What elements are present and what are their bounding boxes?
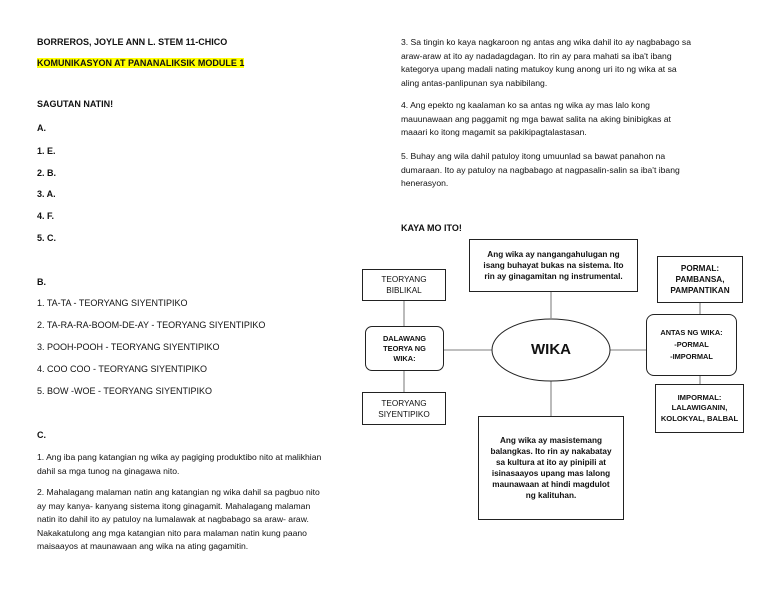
answer-3: 3. Sa tingin ko kaya nagkaroon ng antas … [401, 36, 691, 90]
answer-a-item: 4. F. [37, 211, 55, 221]
text-line: 3. Sa tingin ko kaya nagkaroon ng antas … [401, 37, 692, 47]
box-line: balangkas. Ito rin ay nakabatay [490, 447, 612, 456]
box-text: Ang wika ay masistemang balangkas. Ito r… [490, 435, 611, 501]
section-title: SAGUTAN NATIN! [37, 99, 114, 109]
box-line: sa kultura at ito ay pinipili at [495, 458, 607, 467]
answer-b-item: 3. POOH-POOH - TEORYANG SIYENTIPIKO [37, 342, 220, 352]
box-line: TEORYANG [381, 275, 427, 284]
definition-box-top: Ang wika ay nangangahulugan ng isang buh… [469, 239, 638, 292]
text-line: Nakakatulong ang mga katangian nito para… [37, 527, 307, 538]
box-line: PAMBANSA, [675, 275, 725, 284]
text-line: mauunawaan ang paggamit ng mga bawat sal… [401, 113, 671, 124]
answer-b-label: B. [37, 277, 46, 287]
box-line: TEORYANG [381, 398, 427, 408]
text-line: maisaayos at maunawaan ang wika na ating… [37, 541, 249, 551]
box-text: TEORYANG SIYENTIPIKO [378, 398, 429, 420]
box-text: Ang wika ay nangangahulugan ng isang buh… [483, 249, 623, 282]
box-line: KOLOKYAL, BALBAL [660, 413, 739, 423]
box-line: ng kalituhan. [525, 491, 577, 500]
answer-c-1: 1. Ang iba pang katangian ng wika ay pag… [37, 451, 321, 478]
box-text: ANTAS NG WIKA: -PORMAL -IMPORMAL [660, 327, 722, 363]
box-line: TEORYA NG [383, 343, 426, 353]
box-line: IMPORMAL: [677, 392, 722, 402]
student-name-line: BORREROS, JOYLE ANN L. STEM 11-CHICO [37, 37, 228, 47]
text-line: dumaraan. Ito ay patuloy na nagbabago at… [401, 164, 680, 175]
answer-a-item: 3. A. [37, 189, 56, 199]
dalawang-teorya-box: DALAWANG TEORYA NG WIKA: [365, 326, 444, 371]
box-line: DALAWANG [382, 333, 427, 343]
wika-ellipse [491, 318, 611, 382]
text-line: natin ito dahil ito ay patuloy na lumala… [37, 514, 309, 524]
box-line: rin ay ginagamitan ng instrumental. [484, 272, 623, 281]
answer-b-item: 2. TA-RA-RA-BOOM-DE-AY - TEORYANG SIYENT… [37, 320, 266, 330]
text-line: 4. Ang epekto ng kaalaman ko sa antas ng… [401, 100, 650, 110]
definition-box-bottom: Ang wika ay masistemang balangkas. Ito r… [478, 416, 624, 520]
box-text: TEORYANG BIBLIKAL [381, 274, 426, 296]
answer-a-item: 2. B. [37, 168, 57, 178]
answer-4: 4. Ang epekto ng kaalaman ko sa antas ng… [401, 99, 671, 140]
pormal-box: PORMAL: PAMBANSA, PAMPANTIKAN [657, 256, 743, 303]
answer-c-label: C. [37, 430, 46, 440]
box-line: Ang wika ay nangangahulugan ng [487, 250, 620, 259]
text-line: aling antas-panlipunan sya nabibilang. [401, 77, 548, 88]
answer-a-item: 1. E. [37, 146, 56, 156]
answer-b-item: 4. COO COO - TEORYANG SIYENTIPIKO [37, 364, 208, 374]
text-line: henerasyon. [401, 178, 449, 188]
box-line: PAMPANTIKAN [670, 286, 730, 295]
box-text: DALAWANG TEORYA NG WIKA: [383, 334, 426, 364]
text-line: 2. Mahalagang malaman natin ang katangia… [37, 487, 320, 497]
text-line: kategorya upang madali nating matukoy ku… [401, 64, 677, 74]
teoryang-biblikal-box: TEORYANG BIBLIKAL [362, 269, 446, 301]
answer-a-label: A. [37, 123, 46, 133]
teoryang-siyentipiko-box: TEORYANG SIYENTIPIKO [362, 392, 446, 425]
box-text: PORMAL: PAMBANSA, PAMPANTIKAN [670, 263, 729, 296]
box-line: PORMAL: [680, 264, 720, 273]
box-line: isinasaayos upang mas lalong [491, 469, 611, 478]
text-line: ay may kanya- kanyang sistema itong gina… [37, 500, 311, 511]
box-line: maunawaan at hindi magdulot [492, 480, 610, 489]
text-line: araw-araw at ito ay nadadagdagan. Ito ri… [401, 50, 672, 61]
antas-ng-wika-box: ANTAS NG WIKA: -PORMAL -IMPORMAL [646, 314, 737, 376]
answer-5: 5. Buhay ang wila dahil patuloy itong um… [401, 150, 680, 191]
module-title-text: KOMUNIKASYON AT PANANALIKSIK MODULE 1 [37, 58, 245, 68]
impormal-box: IMPORMAL: LALAWIGANIN, KOLOKYAL, BALBAL [655, 384, 744, 433]
box-line: LALAWIGANIN, [671, 403, 728, 413]
module-title: KOMUNIKASYON AT PANANALIKSIK MODULE 1 [37, 57, 245, 70]
box-line: Ang wika ay masistemang [500, 436, 602, 445]
box-line: BIBLIKAL [386, 286, 422, 295]
box-text: IMPORMAL: LALAWIGANIN, KOLOKYAL, BALBAL [661, 393, 738, 425]
box-line: -IMPORMAL [670, 352, 713, 361]
box-line: -PORMAL [674, 340, 709, 349]
answer-b-item: 5. BOW -WOE - TEORYANG SIYENTIPIKO [37, 386, 213, 396]
box-line: SIYENTIPIKO [378, 409, 430, 419]
box-line: isang buhayat bukas na sistema. Ito [483, 261, 624, 270]
answer-a-item: 5. C. [37, 233, 57, 243]
box-line: WIKA: [393, 353, 416, 363]
text-line: 5. Buhay ang wila dahil patuloy itong um… [401, 151, 666, 161]
answer-c-2: 2. Mahalagang malaman natin ang katangia… [37, 486, 320, 554]
box-line: ANTAS NG WIKA: [660, 328, 723, 337]
kaya-mo-ito-title: KAYA MO ITO! [401, 223, 462, 233]
text-line: maaari ko itong magamit sa pakikipagtala… [401, 127, 587, 137]
answer-b-item: 1. TA-TA - TEORYANG SIYENTIPIKO [37, 298, 188, 308]
wika-center-label: WIKA [531, 341, 571, 358]
text-line: 1. Ang iba pang katangian ng wika ay pag… [37, 452, 322, 462]
text-line: dahil sa mga tunog na ginagawa nito. [37, 465, 180, 476]
